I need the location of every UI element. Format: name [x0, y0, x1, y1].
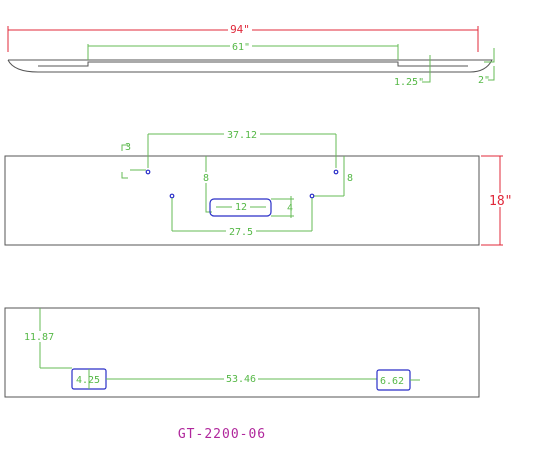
middle-view: 3 37.12 8 8 12 4 27. [4, 129, 515, 246]
top-offset-mark-lower [121, 172, 128, 179]
inner-width-label: 61" [232, 42, 250, 53]
right-box-label: 6.62 [380, 376, 404, 387]
top-offset-mark [121, 144, 128, 151]
edge-offset-label: 1.25" [394, 77, 424, 88]
end-height-ext [484, 48, 495, 63]
end-height-leader [488, 66, 495, 81]
hole-spacing-label: 37.12 [227, 130, 257, 141]
end-height-label: 2" [478, 75, 490, 86]
mount-hole-top-left [145, 169, 151, 175]
panel-height-label: 18" [489, 194, 512, 209]
overall-width-label: 94" [230, 23, 250, 36]
slot-outline [209, 198, 272, 217]
left-drop-leader [205, 196, 212, 213]
left-box-label: 4.25 [76, 375, 100, 386]
center-span-label: 53.46 [226, 374, 256, 385]
middle-panel-outline [4, 155, 480, 246]
mount-hole-lower-left [169, 193, 175, 199]
vertical-offset-label: 11.87 [24, 332, 54, 343]
top-profile-outline [7, 59, 493, 73]
bottom-view: 11.87 4.25 53.46 6.62 [4, 307, 480, 398]
left-drop-label: 8 [203, 173, 209, 184]
slot-height-label: 4 [287, 203, 293, 214]
top-offset-label: 3 [125, 142, 131, 153]
top-view: 94" 61" 1.25" 2" [7, 22, 495, 88]
slot-width-label: 12 [235, 202, 247, 213]
bottom-panel-outline [4, 307, 480, 398]
edge-offset-leader [422, 55, 431, 83]
mount-hole-top-right [333, 169, 339, 175]
right-drop-label: 8 [347, 173, 353, 184]
mount-hole-lower-right [309, 193, 315, 199]
part-number: GT-2200-06 [178, 427, 266, 442]
lower-hole-spacing-label: 27.5 [229, 227, 253, 238]
